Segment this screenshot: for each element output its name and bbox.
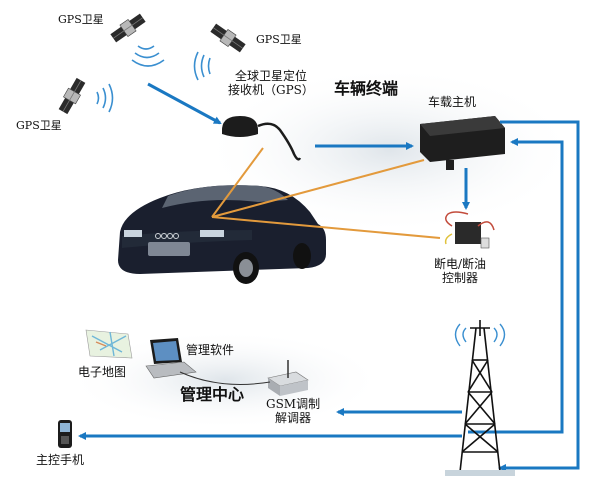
communication-arrows: [78, 120, 580, 472]
satellite-icon: [110, 13, 146, 43]
gps-receiver-icon: [222, 116, 302, 161]
vehicle-terminal-label: 车辆终端: [334, 79, 399, 98]
tower-signal-waves: [454, 323, 506, 347]
cutoff-controller-label-line2: 控制器: [442, 270, 479, 285]
gps-satellite-label-2: GPS卫星: [256, 33, 302, 46]
gps-satellite-label-1: GPS卫星: [58, 13, 104, 26]
vehicle-terminal-halo: [200, 65, 580, 235]
ground-shadow: [445, 470, 515, 476]
laptop-icon: [145, 338, 197, 379]
gsm-modem-icon: [267, 360, 309, 396]
cell-tower-icon: [459, 320, 501, 473]
gps-receiver-label-line2: 接收机（GPS）: [228, 82, 314, 97]
gps-receiver-label-line1: 全球卫星定位: [234, 69, 307, 83]
satellite-icon: [210, 23, 246, 53]
management-center-label: 管理中心: [180, 385, 245, 404]
cutoff-controller-icon: [444, 211, 495, 249]
cutoff-controller-label: 断电/断油 控制器: [434, 257, 487, 286]
gsm-modem-label-line1: GSM调制: [266, 397, 321, 411]
management-software-label: 管理软件: [186, 343, 235, 357]
satellite-icon: [58, 77, 86, 115]
management-center-halo: [65, 330, 385, 430]
electronic-map-icon: [85, 329, 133, 359]
cutoff-controller-label-line1: 断电/断油: [434, 257, 487, 271]
signal-waves: [96, 45, 211, 113]
gps-satellite-label-3: GPS卫星: [16, 119, 62, 132]
laptop-modem-cable: [179, 371, 271, 385]
master-phone-label: 主控手机: [36, 453, 85, 467]
orange-link-lines: [211, 147, 441, 239]
gsm-modem-label: GSM调制 解调器: [266, 397, 321, 426]
satellite-to-receiver-arrow: [147, 82, 222, 125]
gsm-modem-label-line2: 解调器: [275, 410, 312, 425]
mobile-phone-icon: [58, 420, 72, 448]
vehicle-host-icon: [420, 116, 505, 170]
vehicle-host-label: 车载主机: [428, 95, 477, 109]
car-icon: [118, 185, 326, 284]
gps-receiver-label: 全球卫星定位 接收机（GPS）: [228, 69, 314, 98]
electronic-map-label: 电子地图: [78, 365, 127, 379]
